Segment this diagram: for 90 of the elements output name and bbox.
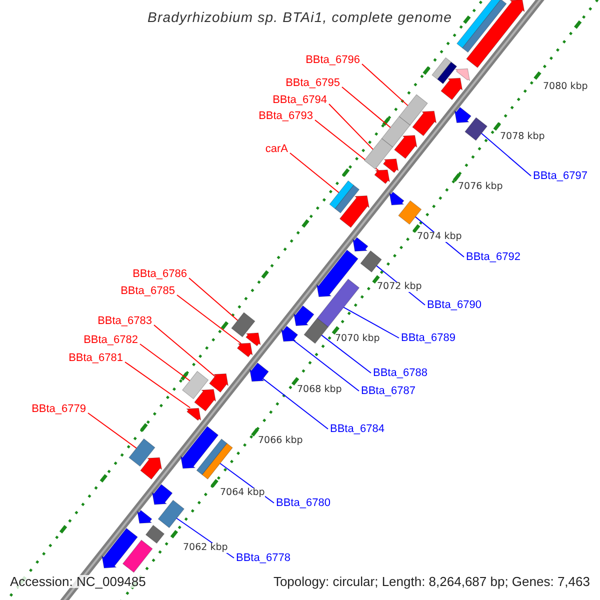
gene-label: BBta_6797 <box>533 171 588 182</box>
gene-label: BBta_6782 <box>84 335 138 346</box>
gene-label: BBta_6787 <box>361 386 416 397</box>
leader-line <box>88 412 137 449</box>
gene-block <box>316 278 360 328</box>
gene-block <box>145 524 165 544</box>
gene-feature <box>394 135 418 159</box>
gene-feature <box>186 408 202 421</box>
gene-label: BBta_6795 <box>286 78 340 89</box>
gene-feature <box>246 332 261 346</box>
gene-feature <box>280 326 298 342</box>
gene-feature <box>374 170 390 184</box>
gene-label: BBta_6778 <box>236 553 290 564</box>
gene-label: BBta_6779 <box>32 404 86 415</box>
leader-line <box>188 278 238 321</box>
leader-line <box>262 378 328 430</box>
gene-label: BBta_6786 <box>132 269 187 280</box>
gene-block <box>304 318 329 344</box>
gene-block <box>398 94 428 126</box>
gene-feature <box>293 305 314 326</box>
leader-line <box>362 64 408 106</box>
gene-block <box>432 57 458 84</box>
tick-label: 7062 kbp <box>183 543 228 552</box>
gene-label: BBta_6794 <box>272 95 327 106</box>
gene-block <box>464 117 488 141</box>
tick-label: 7080 kbp <box>543 82 588 92</box>
tick-label: 7066 kbp <box>258 436 303 446</box>
gene-label: BBta_6780 <box>276 498 330 509</box>
gene-label: BBta_6792 <box>466 252 520 263</box>
gene-feature <box>466 0 525 68</box>
gene-feature <box>454 106 472 124</box>
gene-label: BBta_6783 <box>98 316 152 327</box>
leader-line <box>124 362 191 408</box>
gene-block <box>182 370 209 400</box>
tick-label: 7070 kbp <box>335 334 380 344</box>
accession-text: Accession: NC_009485 <box>10 575 146 588</box>
tick-label: 7076 kbp <box>458 182 503 192</box>
leader-line <box>154 324 216 377</box>
gene-feature <box>102 528 138 568</box>
leader-line <box>328 104 374 150</box>
genome-stats-text: Topology: circular; Length: 8,264,687 bp; Genes: 7,463 <box>273 575 590 588</box>
gene-block <box>122 540 153 573</box>
gene-label: BBta_6796 <box>306 55 360 66</box>
gene-feature <box>440 78 463 100</box>
gene-feature <box>236 342 253 358</box>
tick-label: 7074 kbp <box>417 232 462 242</box>
gene-label: BBta_6785 <box>120 286 175 297</box>
gene-block <box>398 200 422 225</box>
gene-feature <box>136 510 152 524</box>
gene-block <box>364 138 394 170</box>
gene-label: BBta_6793 <box>258 111 313 122</box>
gene-feature <box>339 195 370 228</box>
gene-feature <box>389 192 404 206</box>
leader-line <box>140 344 190 382</box>
gene-block <box>456 0 507 53</box>
gene-feature <box>208 373 229 393</box>
gene-feature <box>382 158 399 174</box>
gene-feature <box>412 110 437 136</box>
gene-block <box>128 438 156 467</box>
gene-feature <box>140 457 162 480</box>
leader-line <box>292 340 360 392</box>
gene-feature <box>454 68 470 82</box>
leader-line <box>176 294 242 344</box>
gene-label: carA <box>265 144 288 155</box>
gene-feature <box>180 426 219 469</box>
gene-label: BBta_6789 <box>401 333 456 344</box>
tick-label: 7064 kbp <box>220 488 265 498</box>
leader-line <box>343 306 400 338</box>
gene-block <box>329 180 360 214</box>
tick-label: 7072 kbp <box>377 282 422 292</box>
leader-line <box>321 334 372 374</box>
gene-feature <box>352 237 368 252</box>
gene-label: BBta_6784 <box>330 424 384 435</box>
leader-line <box>481 132 532 176</box>
gene-block <box>196 438 233 480</box>
tick-label: 7068 kbp <box>297 385 342 394</box>
gene-feature <box>152 484 173 505</box>
gene-feature <box>316 250 358 298</box>
gene-block <box>381 116 411 148</box>
gene-label: BBta_6790 <box>427 300 482 311</box>
leader-line <box>342 86 391 128</box>
gene-feature <box>194 389 216 412</box>
leader-line <box>290 152 340 194</box>
gene-label: BBta_6781 <box>68 353 123 364</box>
gene-block <box>158 500 185 528</box>
tick-label: 7078 kbp <box>500 132 545 142</box>
gene-feature <box>249 362 269 382</box>
gene-block <box>231 312 256 338</box>
map-title: Bradyrhizobium sp. BTAi1, complete genome <box>148 10 452 24</box>
gene-label: BBta_6788 <box>373 368 428 379</box>
